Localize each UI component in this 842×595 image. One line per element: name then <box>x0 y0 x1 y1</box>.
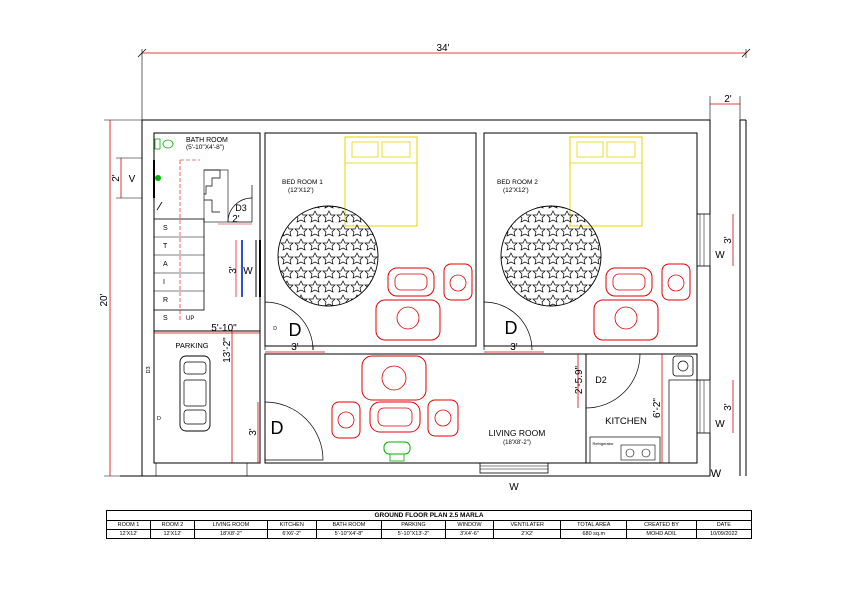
stair-window: 3' W <box>228 240 253 297</box>
kitchen: 2'-5.9" D2 KITCHEN 6'-2" Refrigerator <box>574 353 698 464</box>
overall-depth-dimension: 20' <box>99 119 142 477</box>
parking: PARKING 13'-2" D3 D <box>146 331 248 477</box>
right-window-1-label: W <box>715 250 725 261</box>
header-cell: PARKING <box>381 520 446 530</box>
value-cell: MOHD ADIL <box>626 529 697 539</box>
bedroom-1-title: BED ROOM 1 <box>282 179 323 186</box>
value-cell: 2'X2' <box>493 529 562 539</box>
value-cell: 12'X12' <box>106 529 151 539</box>
kitchen-label: KITCHEN <box>605 416 647 427</box>
overall-depth-label: 20' <box>99 293 110 306</box>
svg-text:2'-5.9": 2'-5.9" <box>574 365 585 394</box>
svg-text:D: D <box>273 326 277 332</box>
overall-width-label: 34' <box>436 43 449 54</box>
bath-title: BATH ROOM <box>186 137 228 144</box>
living-room-title: LIVING ROOM <box>489 428 546 438</box>
door-d2-label: D2 <box>595 375 607 385</box>
header-cell: ROOM 2 <box>149 520 195 530</box>
ventilator-dimension: 2' V <box>111 157 142 199</box>
bath-size: (5'-10"X4'-8") <box>186 144 224 151</box>
value-cell: 3'X4'-6" <box>444 529 495 539</box>
svg-text:3': 3' <box>510 342 518 353</box>
up-label: UP <box>186 316 194 322</box>
value-cell: 12'X12' <box>149 529 195 539</box>
svg-text:T: T <box>163 243 168 250</box>
svg-text:3': 3' <box>248 428 259 436</box>
svg-text:R: R <box>163 297 168 304</box>
bedroom-2-size: (12'X12') <box>503 187 529 194</box>
stairs: S T A I R S UP <box>153 159 229 322</box>
svg-text:2': 2' <box>111 174 122 182</box>
header-cell: TOTAL AREA <box>560 520 628 530</box>
svg-text:3': 3' <box>228 266 239 274</box>
title-block-table: GROUND FLOOR PLAN 2.5 MARLA ROOM 1 ROOM … <box>106 510 753 539</box>
svg-text:A: A <box>163 261 168 268</box>
header-cell: WINDOW <box>444 520 495 530</box>
living-room: LIVING ROOM (18'X8'-2") D 3' W <box>248 353 698 493</box>
value-cell: 6'X6'-2" <box>266 529 317 539</box>
right-offset-dimension: 2' <box>709 94 741 120</box>
svg-text:3': 3' <box>723 236 734 244</box>
right-window-2-label: W <box>715 419 725 430</box>
header-cell: VENTILATER <box>493 520 562 530</box>
svg-text:S: S <box>163 225 168 232</box>
outer-walls <box>120 119 747 477</box>
living-window-label: W <box>509 482 519 493</box>
stair-window-label: W <box>243 266 253 277</box>
ventilator-symbol: V <box>129 174 136 185</box>
svg-text:S: S <box>163 315 168 322</box>
stair-width-dimension: 5'-10" <box>154 323 260 334</box>
title-block-value-row: 12'X12' 12'X12' 18'X8'-2" 6'X6'-2" 5'-10… <box>106 529 753 539</box>
door-d3: D3 2' <box>218 185 253 225</box>
title-block-title: GROUND FLOOR PLAN 2.5 MARLA <box>106 510 752 521</box>
value-cell: 18'X8'-2" <box>193 529 268 539</box>
title-block-header-row: ROOM 1 ROOM 2 LIVING ROOM KITCHEN BATH R… <box>106 520 753 530</box>
value-cell: 10/09/2022 <box>695 529 753 539</box>
svg-text:5'-10": 5'-10" <box>211 323 237 334</box>
bedroom-1-door-label: D <box>289 320 302 340</box>
right-windows: 3' W 3' W W <box>696 213 734 480</box>
bedroom-1-size: (12'X12') <box>288 187 314 194</box>
parking-label: PARKING <box>175 341 208 350</box>
right-offset-label: 2' <box>724 94 732 105</box>
bedroom-2: BED ROOM 2 (12'X12') D 3' <box>483 132 698 353</box>
living-room-size: (18'X8'-2") <box>503 440 531 446</box>
header-cell: DATE <box>695 520 753 530</box>
value-cell: 5'-10"X13'-2" <box>381 529 446 539</box>
corner-w-label: W <box>711 468 722 480</box>
bedroom-2-title: BED ROOM 2 <box>497 179 538 186</box>
svg-text:3': 3' <box>723 403 734 411</box>
bedroom-2-door-label: D <box>505 318 518 338</box>
svg-text:I: I <box>163 279 165 286</box>
bath-fixtures: BATH ROOM (5'-10"X4'-8") <box>154 137 228 211</box>
d-small-label: D <box>157 416 161 422</box>
svg-text:6'-2": 6'-2" <box>652 398 663 418</box>
header-cell: KITCHEN <box>266 520 317 530</box>
svg-text:13'-2": 13'-2" <box>222 337 233 363</box>
bedroom-1: BED ROOM 1 (12'X12') D D 3' <box>264 132 477 353</box>
svg-text:3': 3' <box>291 342 299 353</box>
d3-vertical-label: D3 <box>146 366 152 373</box>
floor-plan-drawing: 34' 2' 20' 2' V <box>99 43 751 493</box>
refrigerator-label: Refrigerator <box>592 441 614 446</box>
header-cell: LIVING ROOM <box>193 520 268 530</box>
header-cell: BATH ROOM <box>315 520 383 530</box>
living-door-label: D <box>271 418 284 438</box>
overall-width-dimension: 34' <box>137 43 751 120</box>
value-cell: 680 sq.m <box>560 529 628 539</box>
value-cell: 5'-10"X4'-8" <box>315 529 383 539</box>
svg-text:2': 2' <box>232 214 240 225</box>
door-d3-label: D3 <box>235 203 247 213</box>
header-cell: ROOM 1 <box>106 520 151 530</box>
header-cell: CREATED BY <box>626 520 697 530</box>
left-column <box>153 132 261 464</box>
